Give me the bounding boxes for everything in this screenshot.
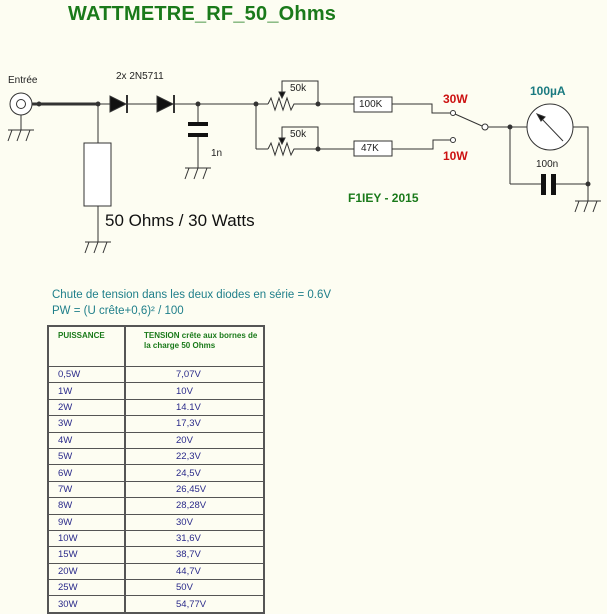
header-tension: TENSION crête aux bornes de la charge 50… — [124, 325, 265, 367]
voltage-cell: 20V — [124, 431, 265, 449]
voltage-cell: 24,5V — [124, 464, 265, 482]
voltage-cell: 14.1V — [124, 398, 265, 417]
microammeter-icon — [526, 103, 574, 151]
ground-symbol-icon — [84, 241, 111, 254]
load-resistor-icon — [83, 142, 112, 207]
meter-label: 100µA — [530, 84, 566, 98]
capacitor-100n-icon — [541, 174, 556, 195]
header-puissance: PUISSANCE — [47, 325, 126, 367]
ground-symbol-icon — [184, 167, 211, 180]
power-cell: 5W — [47, 447, 126, 466]
input-label: Entrée — [8, 75, 38, 86]
voltage-cell: 22,3V — [124, 447, 265, 466]
voltage-cell: 26,45V — [124, 480, 265, 499]
power-cell: 8W — [47, 497, 126, 515]
voltage-cell: 7,07V — [124, 365, 265, 384]
diagram-title: WATTMETRE_RF_50_Ohms — [68, 3, 337, 25]
resistor-47k-label: 47K — [361, 143, 379, 154]
voltage-cell: 10V — [124, 382, 265, 400]
capacitor-1n-icon — [188, 122, 208, 137]
power-cell: 6W — [47, 464, 126, 482]
power-cell: 7W — [47, 480, 126, 499]
diode-2-icon — [156, 95, 175, 113]
potentiometer-2-icon — [267, 141, 318, 157]
power-cell: 15W — [47, 546, 126, 564]
power-cell: 3W — [47, 415, 126, 433]
power-cell: 2W — [47, 398, 126, 417]
voltage-cell: 17,3V — [124, 415, 265, 433]
voltage-cell: 31,6V — [124, 529, 265, 548]
note-diode-drop: Chute de tension dans les deux diodes en… — [52, 289, 332, 301]
power-cell: 25W — [47, 579, 126, 597]
power-voltage-table: PUISSANCE TENSION crête aux bornes de la… — [47, 325, 265, 614]
potentiometer-1-icon — [267, 96, 318, 112]
schematic — [7, 80, 601, 254]
resistor-100k-label: 100K — [359, 99, 383, 110]
note-formula: PW = (U crête+0,6)² / 100 — [52, 305, 184, 317]
power-cell: 9W — [47, 513, 126, 531]
voltage-cell: 30V — [124, 513, 265, 531]
voltage-cell: 44,7V — [124, 562, 265, 581]
capacitor-1n-label: 1n — [211, 148, 223, 159]
table-header-row: PUISSANCE TENSION crête aux bornes de la… — [47, 325, 265, 367]
diode-1-icon — [109, 95, 128, 113]
power-cell: 20W — [47, 562, 126, 581]
junction-dot — [36, 101, 42, 107]
power-cell: 30W — [47, 595, 126, 614]
power-cell: 1W — [47, 382, 126, 400]
ground-symbol-icon — [7, 129, 34, 142]
range-switch-icon — [438, 110, 489, 143]
power-cell: 0,5W — [47, 365, 126, 384]
pot-2-label: 50k — [290, 129, 307, 140]
power-cell: 10W — [47, 529, 126, 548]
ground-symbol-icon — [574, 200, 601, 213]
capacitor-100n-label: 100n — [536, 159, 559, 170]
load-label: 50 Ohms / 30 Watts — [105, 211, 255, 230]
power-cell: 4W — [47, 431, 126, 449]
voltage-cell: 54,77V — [124, 595, 265, 614]
voltage-cell: 50V — [124, 579, 265, 597]
range-30w-label: 30W — [443, 92, 468, 106]
diodes-label: 2x 2N5711 — [116, 71, 164, 82]
author-label: F1IEY - 2015 — [348, 191, 419, 205]
pot-1-label: 50k — [290, 83, 307, 94]
coax-connector-icon — [9, 92, 33, 116]
voltage-cell: 38,7V — [124, 546, 265, 564]
voltage-cell: 28,28V — [124, 497, 265, 515]
range-10w-label: 10W — [443, 149, 468, 163]
